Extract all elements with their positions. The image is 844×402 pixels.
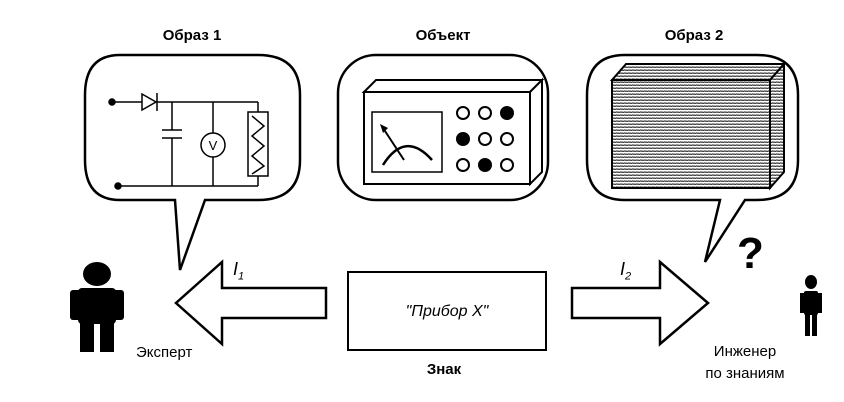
i2-letter: I: [620, 259, 626, 279]
i2-label: I2: [620, 260, 631, 283]
image1-label: Образ 1: [162, 27, 222, 44]
sign-box: [347, 271, 547, 351]
thought-bubble-image1: [83, 53, 302, 271]
sign-text: "Прибор X": [405, 303, 489, 320]
question-mark-icon: ?: [737, 229, 764, 278]
person-icon: [70, 262, 124, 352]
svg-text:V: V: [209, 138, 218, 153]
object-label: Объект: [415, 27, 471, 44]
engineer-label-line2: по знаниям: [705, 365, 785, 382]
hatched-block-icon: [609, 61, 787, 191]
arrow-right-i2: [570, 259, 710, 347]
i1-letter: I: [233, 259, 239, 279]
measuring-device-icon: [361, 77, 545, 187]
i1-label: I1: [233, 260, 244, 283]
i2-subscript: 2: [625, 270, 632, 283]
expert-label: Эксперт: [136, 344, 193, 361]
arrow-left-i1: [174, 259, 328, 347]
person-icon: [800, 275, 822, 336]
image2-label: Образ 2: [664, 27, 724, 44]
engineer-label-line1: Инженер: [713, 343, 777, 360]
sign-title: Знак: [426, 361, 462, 378]
electric-circuit-icon: V: [108, 92, 269, 190]
i1-subscript: 1: [238, 270, 245, 283]
